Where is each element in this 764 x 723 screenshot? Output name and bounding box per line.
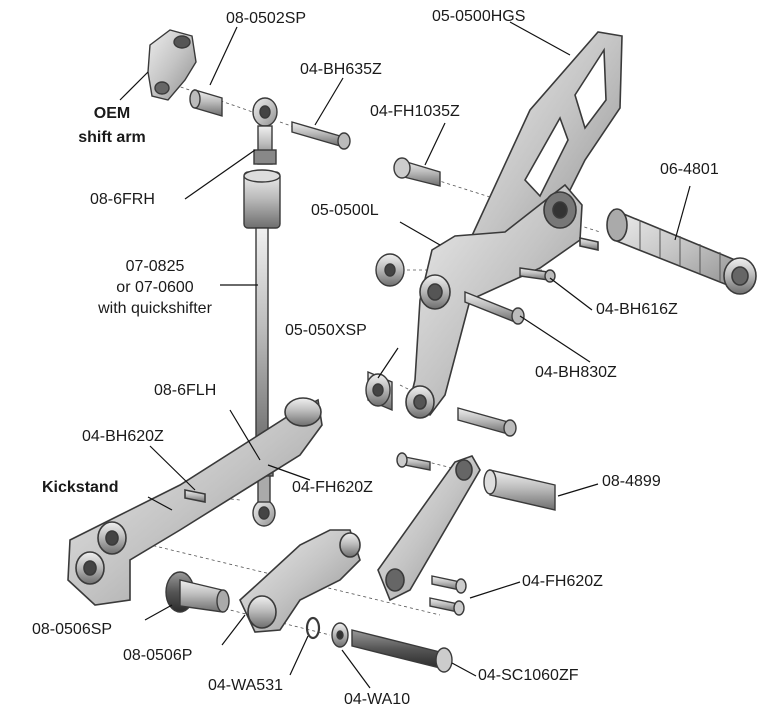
kickstand-plate bbox=[67, 397, 323, 606]
label-oem-line1: OEM bbox=[93, 105, 131, 122]
label-08-6frh: 08-6FRH bbox=[90, 191, 155, 208]
label-04-bh830z: 04-BH830Z bbox=[535, 364, 617, 381]
label-08-6flh: 08-6FLH bbox=[154, 382, 217, 399]
label-08-0502sp: 08-0502SP bbox=[226, 10, 307, 27]
spacer-05-050xsp bbox=[365, 370, 393, 412]
label-kickstand: Kickstand bbox=[42, 479, 119, 496]
label-08-4899: 08-4899 bbox=[602, 473, 661, 490]
label-04-bh620z: 04-BH620Z bbox=[82, 428, 164, 445]
label-05-0500hgs: 05-0500HGS bbox=[432, 8, 526, 25]
label-04-fh620z-upper: 04-FH620Z bbox=[292, 479, 373, 496]
label-04-bh616z: 04-BH616Z bbox=[596, 301, 678, 318]
washers bbox=[305, 616, 349, 648]
bolts-04-fh620z-lower bbox=[429, 575, 467, 616]
rod-end-upper bbox=[252, 97, 278, 165]
heel-guard bbox=[468, 31, 623, 263]
bolt-04-bh616z bbox=[519, 267, 556, 283]
label-08-0506sp: 08-0506SP bbox=[32, 621, 113, 638]
bolt-04-fh620z-upper bbox=[396, 452, 431, 471]
bolt-04-fh1035z bbox=[393, 157, 441, 187]
label-rod-line3: with quickshifter bbox=[98, 300, 212, 317]
leader-lines bbox=[119, 21, 691, 689]
bracket-spacer bbox=[375, 253, 405, 287]
label-06-4801: 06-4801 bbox=[660, 161, 719, 178]
label-04-fh1035z: 04-FH1035Z bbox=[370, 103, 460, 120]
label-08-0506p: 08-0506P bbox=[123, 647, 193, 664]
label-04-wa531: 04-WA531 bbox=[208, 677, 283, 694]
label-04-sc1060zf: 04-SC1060ZF bbox=[478, 667, 579, 684]
label-oem-line2: shift arm bbox=[78, 129, 146, 146]
label-rod-line2: or 07-0600 bbox=[116, 279, 194, 296]
label-rod-line1: 07-0825 bbox=[125, 258, 185, 275]
bracket-lower-bolt bbox=[457, 407, 517, 437]
footpeg bbox=[579, 208, 757, 295]
label-04-wa10: 04-WA10 bbox=[344, 691, 411, 708]
bolt-04-bh830z bbox=[464, 290, 525, 325]
label-04-bh635z: 04-BH635Z bbox=[300, 61, 382, 78]
spacer-08-4899 bbox=[483, 469, 556, 511]
bolt-04-bh635z bbox=[291, 121, 351, 150]
label-04-fh620z-lower: 04-FH620Z bbox=[522, 573, 603, 590]
label-05-0500l: 05-0500L bbox=[311, 202, 379, 219]
linkage-arm bbox=[377, 455, 481, 602]
spacer-08-0502sp bbox=[189, 89, 223, 117]
spacer-08-0506sp bbox=[165, 571, 230, 613]
oem-shift-arm bbox=[147, 29, 197, 101]
bolt-04-sc1060zf bbox=[351, 629, 453, 673]
label-05-050xsp: 05-050XSP bbox=[285, 322, 367, 339]
main-bracket bbox=[405, 183, 583, 419]
shift-lever bbox=[239, 529, 361, 633]
